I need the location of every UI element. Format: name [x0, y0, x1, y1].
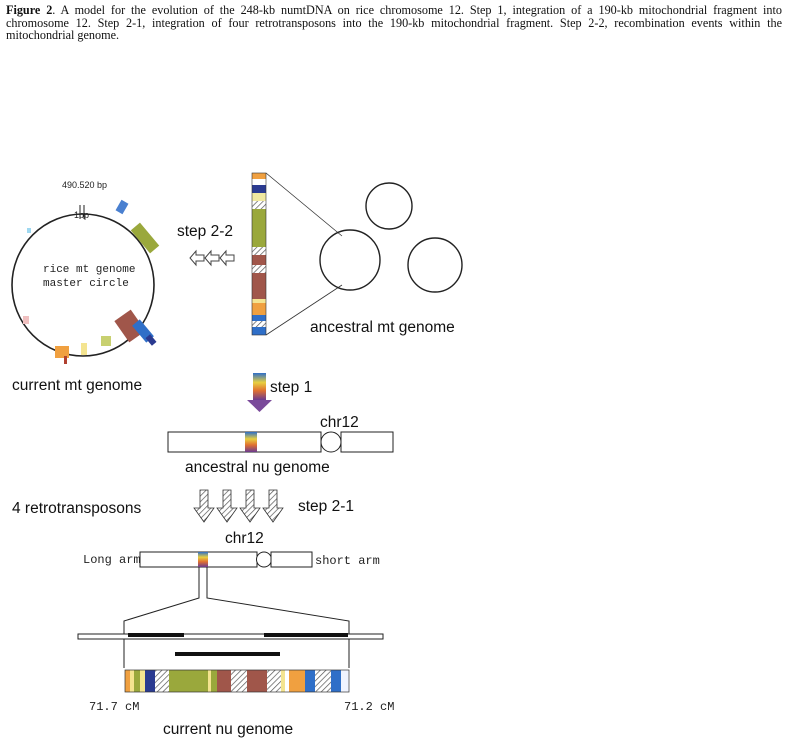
- ancestral-nu-label: ancestral nu genome: [185, 459, 330, 476]
- cm-left-label: 71.7 cM: [89, 700, 139, 714]
- current-chromosome: chr12 Long arm short arm: [83, 530, 380, 568]
- ancestral-mt-circle-right: [407, 237, 463, 293]
- down-arrow-icon: [193, 489, 215, 523]
- mt-segment: [55, 346, 69, 358]
- retrotransposons-label: 4 retrotransposons: [12, 500, 141, 517]
- master-circle-line1: rice mt genome: [43, 264, 135, 276]
- master-circle-line2: master circle: [43, 278, 129, 290]
- ancestral-mt-label: ancestral mt genome: [310, 319, 455, 336]
- mt-master-circle-group: 490.520 bp 1bp rice mt genome master cir…: [11, 180, 160, 394]
- ancestral-chromosome: chr12: [167, 414, 394, 453]
- step-1-arrowhead: [247, 400, 272, 412]
- mt-segment: [101, 336, 111, 346]
- ancestral-mt-circle-large: [319, 229, 381, 291]
- step-1-arrow: [253, 373, 266, 400]
- short-arm-label: short arm: [315, 554, 380, 568]
- mt-segment: [23, 316, 29, 324]
- step-1-label: step 1: [270, 379, 312, 396]
- chr12-bottom-label: chr12: [225, 530, 264, 547]
- mt-master-circle: [11, 213, 155, 357]
- mt-insert: [198, 552, 208, 567]
- recombination-arrows: [189, 249, 235, 267]
- mt-segment: [81, 343, 87, 355]
- retrotransposon-bar: [264, 633, 348, 637]
- zoom-funnel: [123, 567, 350, 668]
- retrotransposon-bar: [175, 652, 280, 656]
- down-arrow-icon: [216, 489, 238, 523]
- left-arrow-icon: [189, 249, 205, 267]
- mt-segment: [27, 228, 31, 233]
- mt-segment: [64, 356, 67, 364]
- step-2-2-label: step 2-2: [177, 223, 233, 240]
- mt-insert: [245, 432, 257, 452]
- current-nu-bar: [124, 669, 350, 693]
- long-arm-label: Long arm: [83, 553, 141, 567]
- mt-segment: [130, 222, 160, 254]
- figure-label: Figure 2: [6, 3, 53, 17]
- ancestral-mt-bar: [251, 172, 267, 336]
- coord-end-label: 490.520 bp: [62, 180, 107, 190]
- mt-segment: [145, 334, 157, 346]
- cm-right-label: 71.2 cM: [344, 700, 394, 714]
- zoom-line: [265, 284, 343, 336]
- current-mt-label: current mt genome: [12, 377, 142, 394]
- left-arrow-icon: [219, 249, 235, 267]
- step-2-1-label: step 2-1: [298, 498, 354, 515]
- figure-caption: Figure 2. A model for the evolution of t…: [6, 4, 782, 42]
- step-1-group: step 1: [247, 373, 312, 412]
- left-arrow-icon: [204, 249, 220, 267]
- mt-segment: [114, 309, 146, 343]
- coord-start-label: 1bp: [74, 210, 89, 220]
- ancestral-mt-circle-top: [365, 182, 413, 230]
- step-2-1-group: 4 retrotransposons step 2-1: [12, 489, 354, 523]
- current-nu-label: current nu genome: [163, 721, 293, 738]
- retrotransposon-arrows: [193, 489, 284, 523]
- retrotransposon-bar: [128, 633, 184, 637]
- chromosome-strand: [77, 633, 384, 640]
- down-arrow-icon: [262, 489, 284, 523]
- mt-segment: [115, 199, 129, 215]
- zoom-line: [265, 172, 343, 237]
- caption-text: . A model for the evolution of the 248-k…: [6, 3, 782, 43]
- chr12-top-label: chr12: [320, 414, 359, 431]
- step-2-2-group: step 2-2: [177, 223, 235, 267]
- down-arrow-icon: [239, 489, 261, 523]
